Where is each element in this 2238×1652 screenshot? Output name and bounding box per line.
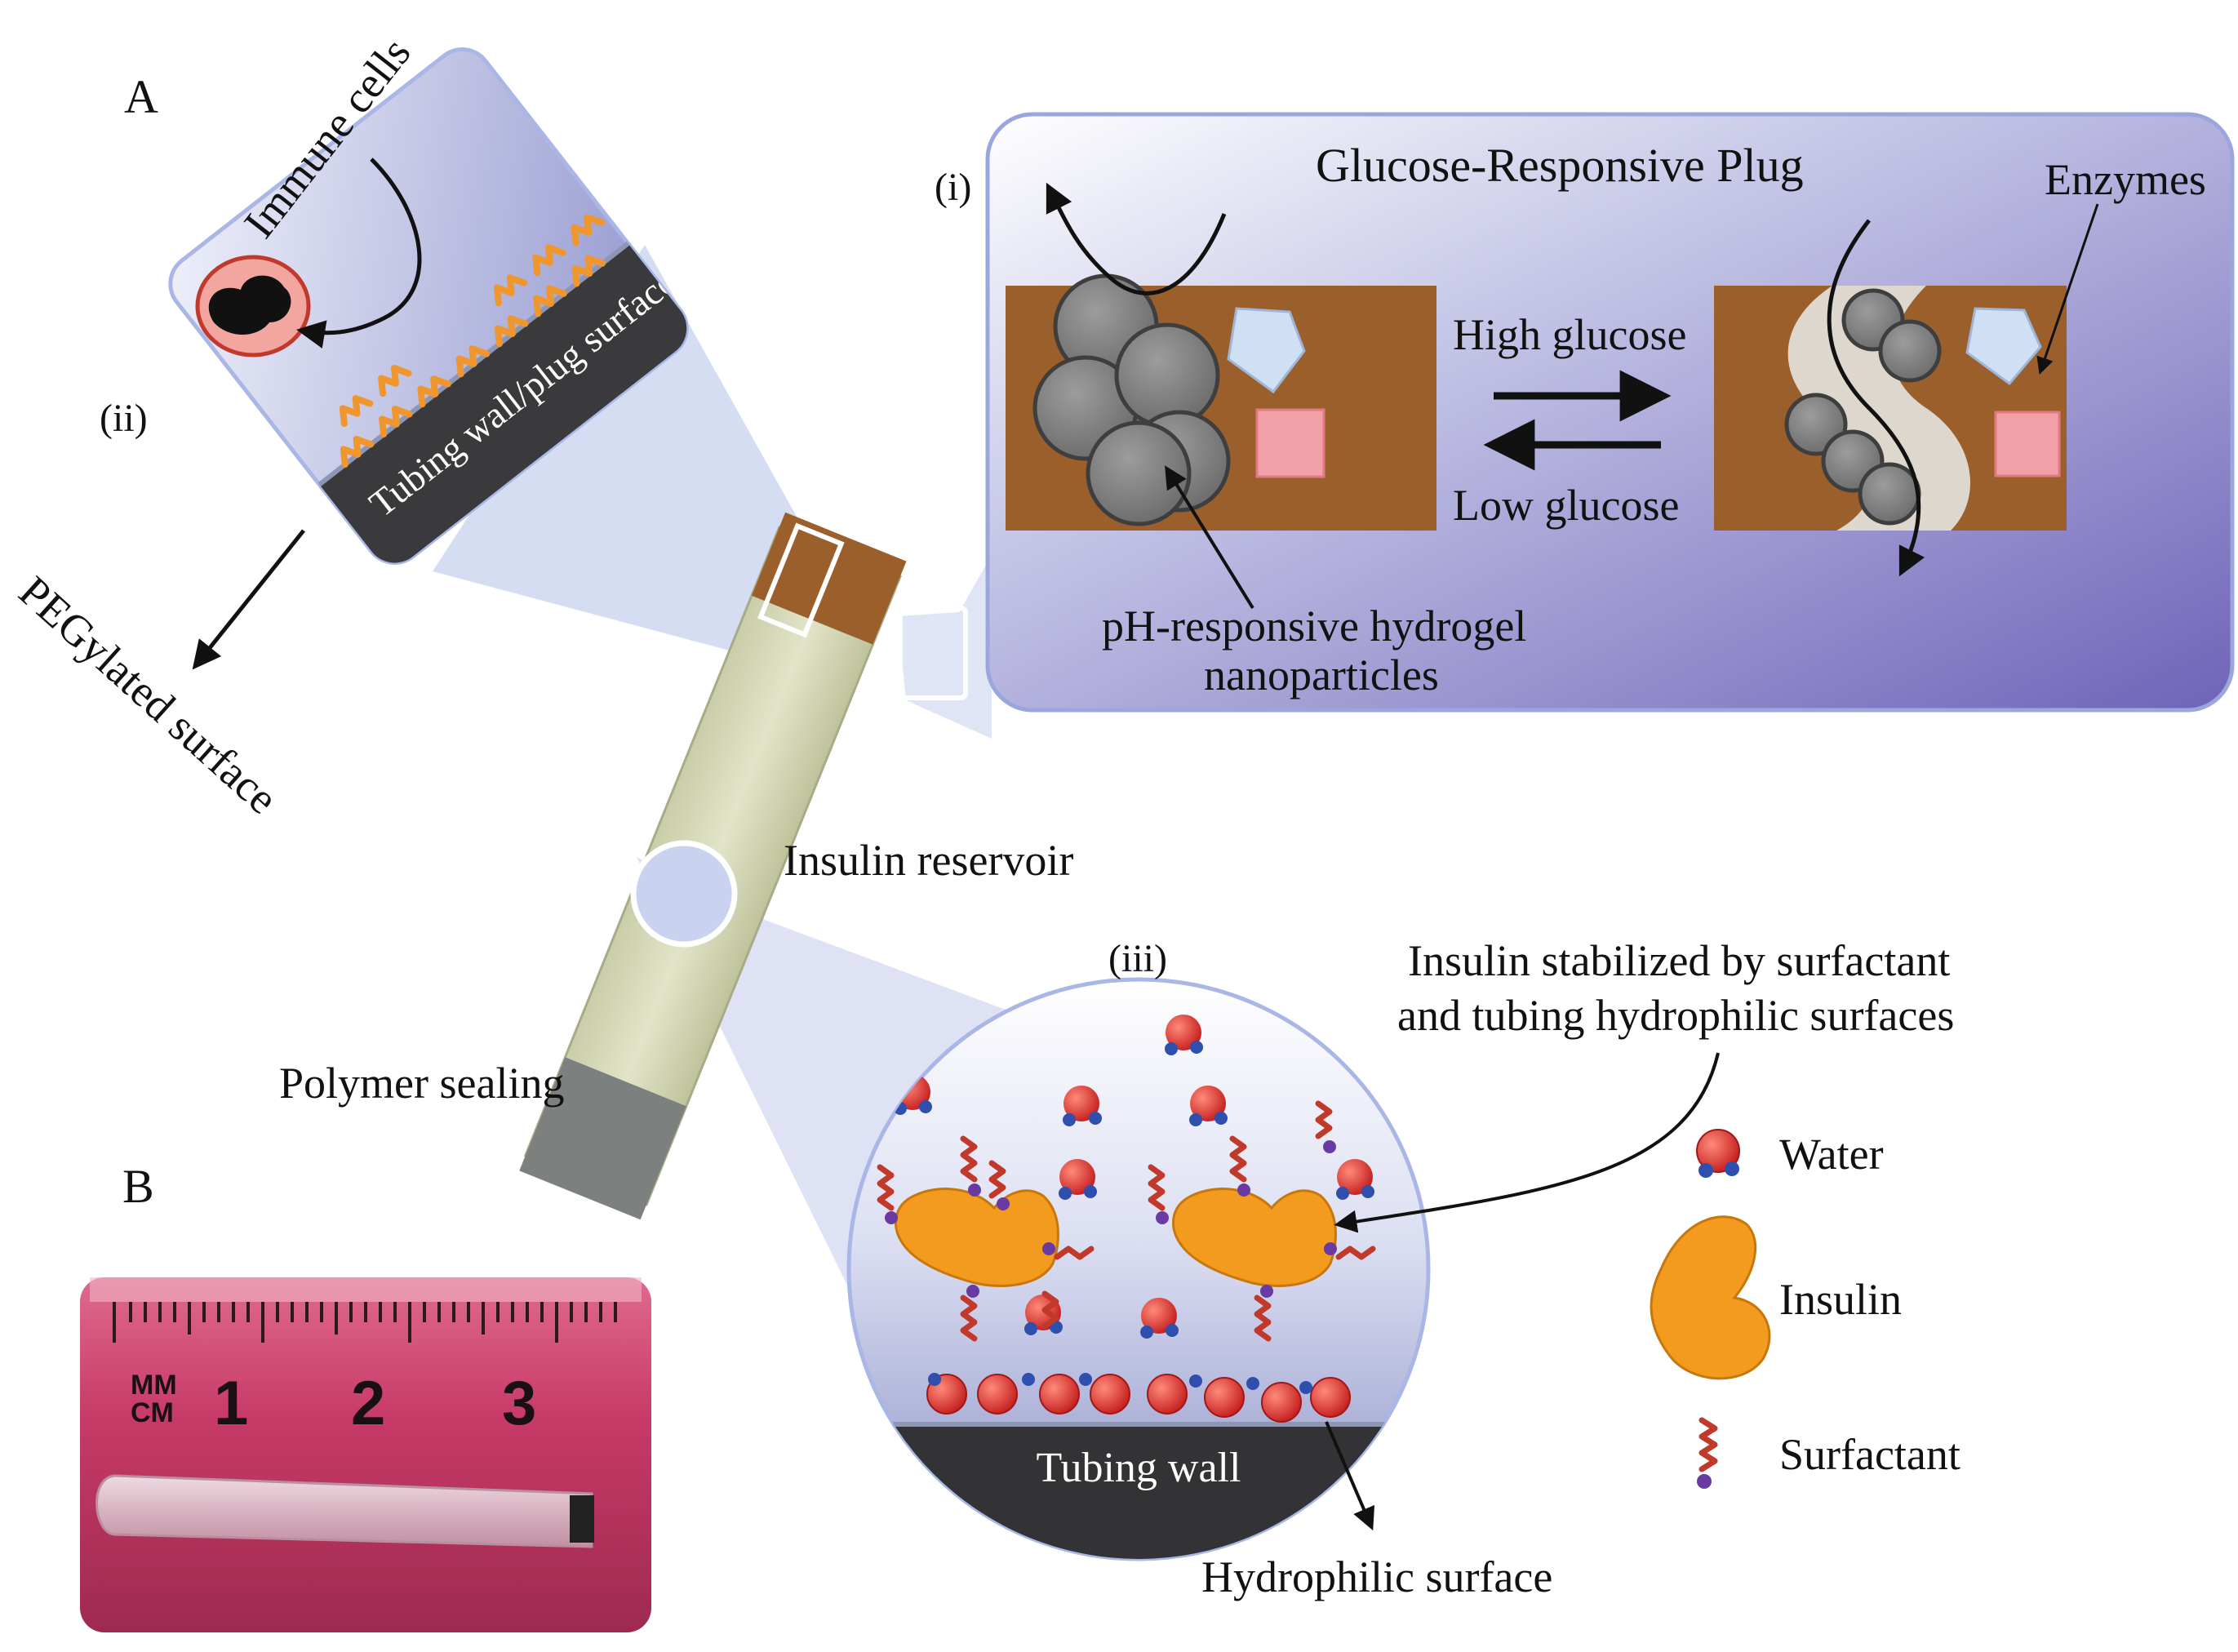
hydrogel-block-contracted [1006, 273, 1436, 531]
peg-chain [378, 365, 412, 397]
peg-chain [340, 435, 375, 469]
peg-chain [533, 285, 567, 318]
low-glucose-label: Low glucose [1453, 481, 1679, 530]
surfactant-molecules [877, 1100, 1376, 1342]
immune-cell [195, 255, 311, 357]
zoom-circle-iii [630, 840, 738, 948]
legend: Water Insulin Surfactant [1650, 1129, 1960, 1489]
panel-iii: Tubing wall (iii) [846, 937, 1431, 1561]
ruler-top-edge [90, 1277, 642, 1302]
polymer-sealing-cap [519, 1057, 686, 1220]
nanoparticle [1086, 420, 1192, 526]
legend-water-label: Water [1779, 1130, 1884, 1179]
insulin-reservoir-label: Insulin reservoir [784, 836, 1073, 885]
device-tube-photo [95, 1474, 594, 1548]
nanoparticle [1858, 462, 1921, 526]
polymer-sealing-label: Polymer sealing [279, 1059, 564, 1108]
pegylated-pointer [192, 529, 305, 670]
peg-chain [493, 274, 528, 307]
panel-i-title: Glucose-Responsive Plug [1316, 139, 1804, 192]
callout-cone-i [898, 555, 992, 739]
tubing-wall-label: Tubing wall [1037, 1445, 1241, 1491]
deflected-flow-arrow [1046, 182, 1227, 295]
ruler-cm-label: CM [131, 1397, 174, 1428]
hydrogel-block-swollen [1714, 286, 2067, 531]
insulin-molecule [894, 1188, 1059, 1287]
nanoparticles-pointer [1165, 465, 1254, 610]
pentagon-enzyme [1965, 307, 2042, 386]
hydrophilic-surface-label: Hydrophilic surface [1201, 1552, 1552, 1601]
panel-ii-label: (ii) [100, 397, 148, 440]
implant-device [519, 512, 968, 1220]
stabilized-label-line2: and tubing hydrophilic surfaces [1397, 991, 1954, 1040]
legend-surfactant-label: Surfactant [1779, 1430, 1960, 1479]
hydrophilic-pointer [1325, 1421, 1375, 1531]
legend-water-icon [1696, 1129, 1740, 1178]
through-flow-arrow [1827, 219, 1925, 577]
peg-chain [417, 375, 451, 408]
surfactant-heads [885, 1140, 1337, 1298]
stabilized-label-line1: Insulin stabilized by surfactant [1408, 936, 1950, 985]
tubing-wall-band [319, 243, 699, 575]
free-water-molecules [894, 1015, 1374, 1339]
legend-insulin-icon [1650, 1215, 1771, 1380]
panel-a-label: A [124, 70, 158, 123]
zoom-box-ii [757, 522, 845, 638]
peg-chain [455, 345, 491, 378]
panel-i-label: (i) [935, 166, 971, 209]
legend-insulin-label: Insulin [1779, 1275, 1902, 1324]
nanoparticles-label-line1: pH-responsive hydrogel [1102, 602, 1526, 651]
insulin-molecule [1171, 1188, 1337, 1287]
square-enzyme [1994, 411, 2061, 477]
ruler-number-3: 3 [502, 1369, 536, 1438]
surface-water-layer [926, 1373, 1351, 1423]
pentagon-enzyme [1227, 307, 1306, 394]
enzymes-label: Enzymes [2045, 155, 2206, 204]
peg-chain [532, 244, 566, 277]
peg-chain [571, 214, 606, 246]
panel-iii-label: (iii) [1108, 937, 1167, 980]
panel-b-photo: MM CM 1 2 3 [80, 1277, 651, 1632]
stabilized-pointer [1334, 1052, 1720, 1233]
callout-cone-ii [433, 245, 853, 669]
ruler-photo-background [80, 1277, 651, 1632]
square-enzyme [1255, 408, 1325, 478]
peg-chain [494, 315, 529, 348]
panel-i: (i) Glucose-Responsive Plug Enzymes High… [935, 112, 2235, 713]
peg-chain [379, 406, 413, 438]
ruler-number-1: 1 [214, 1369, 248, 1438]
device-plug-photo [570, 1495, 594, 1543]
immune-cell-arrow [296, 158, 422, 349]
nanoparticle [1114, 322, 1220, 429]
panel-b-label: B [122, 1160, 154, 1213]
peg-chain [571, 255, 606, 287]
ruler-number-2: 2 [351, 1369, 385, 1438]
ruler-ticks [113, 1302, 617, 1343]
peg-chains [339, 214, 606, 469]
zoom-box-i [898, 606, 968, 700]
legend-surfactant-icon [1697, 1417, 1718, 1489]
high-glucose-label: High glucose [1453, 310, 1686, 359]
ruler-mm-label: MM [131, 1370, 177, 1401]
nanoparticle [1878, 319, 1942, 383]
nanoparticles-label-line2: nanoparticles [1204, 651, 1439, 699]
enzymes-pointer [2036, 203, 2099, 375]
peg-chain [339, 394, 374, 428]
